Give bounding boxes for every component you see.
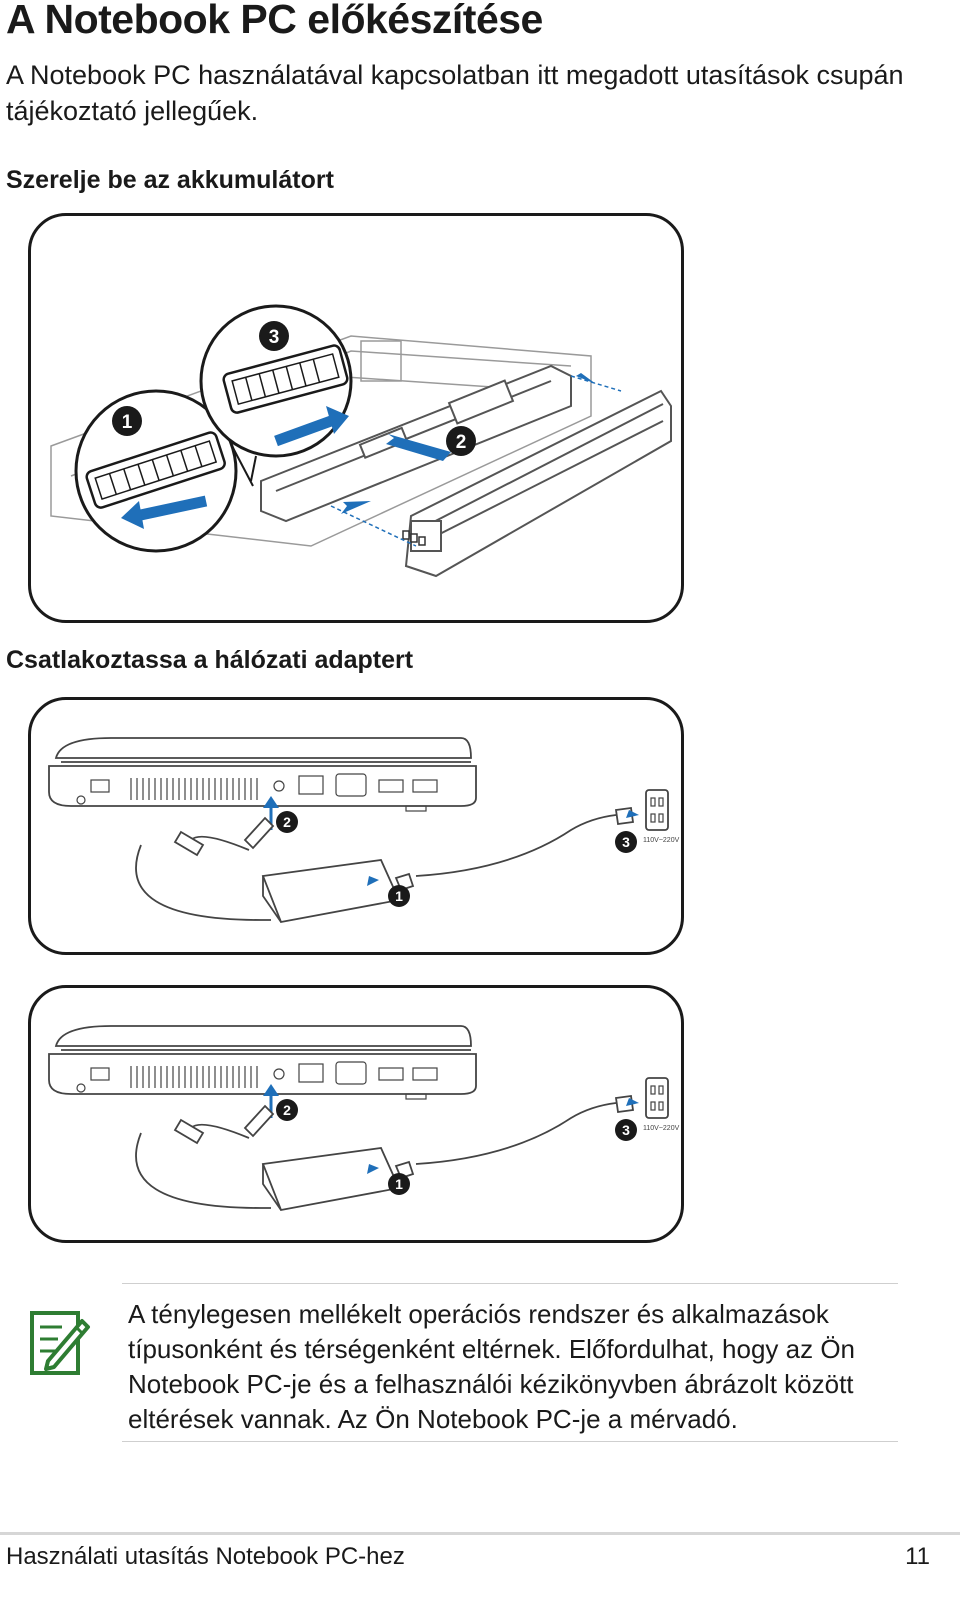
outlet-voltage-label-2: 110V~220V [643, 1125, 680, 1132]
battery-step-3: 3 [269, 327, 280, 348]
outlet-voltage-label: 110V~220V [643, 837, 680, 844]
note-bottom-rule [122, 1441, 898, 1442]
adapter-step-3: 3 [622, 834, 630, 850]
note-top-rule [122, 1283, 898, 1284]
note-text: A ténylegesen mellékelt operációs rendsz… [128, 1299, 856, 1434]
note-pencil-icon [28, 1307, 92, 1384]
adapter-step-badges [276, 811, 637, 907]
intro-text: A Notebook PC használatával kapcsolatban… [6, 60, 904, 126]
battery-section-heading: Szerelje be az akkumulátort [6, 166, 334, 194]
adapter-section-heading: Csatlakoztassa a hálózati adaptert [6, 646, 414, 674]
battery-step-1: 1 [122, 412, 133, 433]
page-number: 11 [905, 1543, 930, 1570]
adapter-step-badges-2 [276, 1099, 637, 1195]
adapter-step-2b: 2 [283, 1102, 291, 1118]
page-title: A Notebook PC előkészítése [6, 0, 543, 42]
adapter-figure-1: 110V~220V 1 2 3 [28, 697, 684, 955]
footer-rule [0, 1532, 960, 1535]
note-box: A ténylegesen mellékelt operációs rendsz… [28, 1283, 898, 1443]
battery-step-2: 2 [456, 432, 467, 453]
adapter-step-1b: 1 [395, 1176, 403, 1192]
battery-install-figure: 1 3 2 [28, 213, 684, 623]
battery-step-badges [112, 321, 476, 456]
footer-title: Használati utasítás Notebook PC-hez [6, 1543, 405, 1570]
adapter-step-1: 1 [395, 888, 403, 904]
adapter-step-2: 2 [283, 814, 291, 830]
adapter-figure-2: 110V~220V 1 2 3 [28, 985, 684, 1243]
adapter-step-3b: 3 [622, 1122, 630, 1138]
